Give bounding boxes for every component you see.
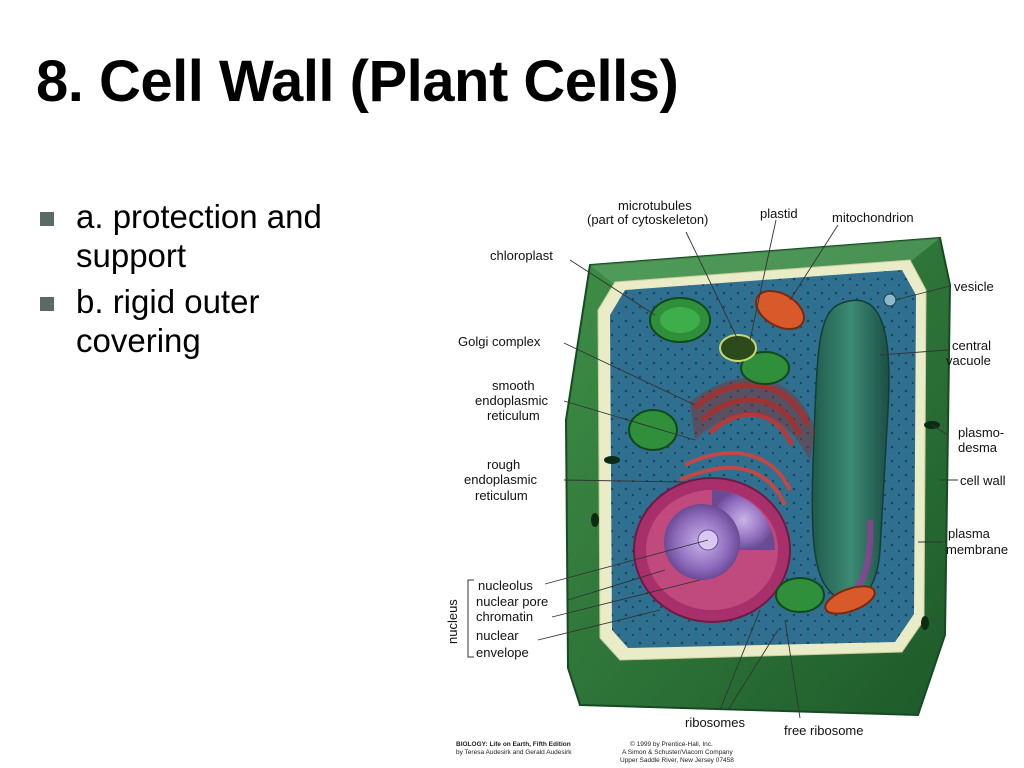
- label-desma: desma: [958, 440, 998, 455]
- bullet-text: a. protection and support: [76, 198, 322, 274]
- label-rough-reticulum: reticulum: [475, 488, 528, 503]
- square-bullet-icon: [40, 297, 54, 312]
- label-nucleus: nucleus: [445, 599, 460, 644]
- label-plastid: plastid: [760, 206, 798, 221]
- label-nuclear: nuclear: [476, 628, 519, 643]
- mitochondrion-shape: [755, 290, 876, 615]
- credit-copyright-3: Upper Saddle River, New Jersey 07458: [620, 757, 734, 764]
- label-nuclear-pore: nuclear pore: [476, 594, 548, 609]
- credit-copyright-1: © 1999 by Prentice-Hall, Inc.: [630, 740, 713, 748]
- label-central: central: [952, 338, 991, 353]
- label-vesicle: vesicle: [954, 279, 994, 294]
- plastid-shape: [719, 334, 757, 362]
- square-bullet-icon: [40, 212, 54, 226]
- label-vacuole: vacuole: [946, 353, 991, 368]
- label-cell-wall: cell wall: [960, 473, 1006, 488]
- slide-title: 8. Cell Wall (Plant Cells): [36, 49, 679, 114]
- label-mitochondrion: mitochondrion: [832, 210, 914, 225]
- label-envelope: envelope: [476, 645, 529, 660]
- bullet-text: b. rigid outer covering: [76, 283, 260, 359]
- label-chromatin: chromatin: [476, 609, 533, 624]
- label-rough: rough: [487, 457, 520, 472]
- label-chloroplast: chloroplast: [490, 248, 553, 263]
- chloroplast-shape: [628, 297, 825, 613]
- label-rough-endoplasmic: endoplasmic: [464, 472, 537, 487]
- vesicle-shape: [883, 293, 897, 307]
- label-smooth-endoplasmic: endoplasmic: [475, 393, 548, 408]
- label-leader-lines: [537, 219, 958, 719]
- bullet-item: b. rigid outer covering: [38, 283, 388, 360]
- label-free-ribosome: free ribosome: [784, 723, 863, 738]
- label-microtubules: microtubules: [618, 198, 692, 213]
- central-vacuole-shape: [811, 299, 890, 603]
- nucleus-bracket: [467, 579, 474, 658]
- plant-cell-diagram: microtubules (part of cytoskeleton) plas…: [445, 198, 1008, 764]
- credit-book-title: BIOLOGY: Life on Earth, Fifth Edition: [456, 741, 571, 748]
- plasmodesma-shape: [591, 421, 940, 630]
- label-plasmo: plasmo-: [958, 425, 1004, 440]
- label-smooth-reticulum: reticulum: [487, 408, 540, 423]
- label-plasma: plasma: [948, 526, 991, 541]
- label-nucleolus: nucleolus: [478, 578, 533, 593]
- bullet-item: a. protection and support: [38, 198, 388, 275]
- credit-copyright-2: A Simon & Schuster/Viacom Company: [622, 749, 734, 756]
- golgi-complex-shape: [693, 382, 811, 447]
- credit-book-authors: by Teresa Audesirk and Gerald Audesirk: [456, 749, 572, 756]
- label-ribosomes: ribosomes: [685, 715, 745, 730]
- bullet-list: a. protection and support b. rigid outer…: [38, 198, 388, 368]
- label-smooth: smooth: [492, 378, 535, 393]
- label-membrane: membrane: [946, 542, 1008, 557]
- nucleus-shape: [633, 477, 791, 623]
- label-golgi: Golgi complex: [458, 334, 541, 349]
- label-microtubules-sub: (part of cytoskeleton): [587, 212, 708, 227]
